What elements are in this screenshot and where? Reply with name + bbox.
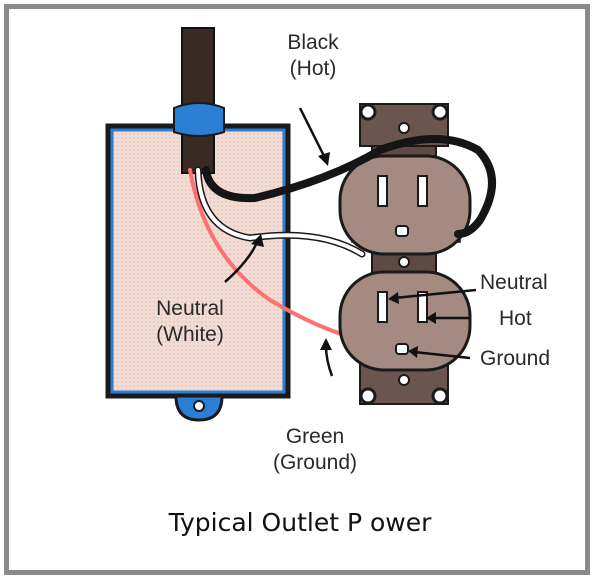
cable <box>173 27 225 174</box>
label-ground: Ground <box>480 347 551 370</box>
label-hot: Hot <box>499 307 532 330</box>
neutral-wire <box>194 166 366 258</box>
arrowheads <box>251 152 436 358</box>
diagram-frame <box>4 4 590 575</box>
outlet-receptacle <box>338 103 472 405</box>
label-neutral: Neutral <box>480 271 548 294</box>
label-green-ground: Green (Ground) <box>250 424 380 476</box>
label-black-line2: (Hot) <box>289 57 337 80</box>
label-neutral-white-line2: (White) <box>156 323 224 346</box>
label-green-line1: Green <box>285 425 345 448</box>
hot-wire <box>202 135 496 238</box>
label-neutral-white: Neutral (White) <box>135 296 245 348</box>
label-black-line1: Black <box>287 31 339 54</box>
label-neutral-white-line1: Neutral <box>156 297 224 320</box>
label-black-hot: Black (Hot) <box>258 30 368 82</box>
box-bottom-ear <box>174 394 224 422</box>
diagram-caption: Typical Outlet P ower <box>168 508 432 537</box>
label-green-line2: (Ground) <box>272 451 358 474</box>
ground-wire <box>188 168 364 342</box>
